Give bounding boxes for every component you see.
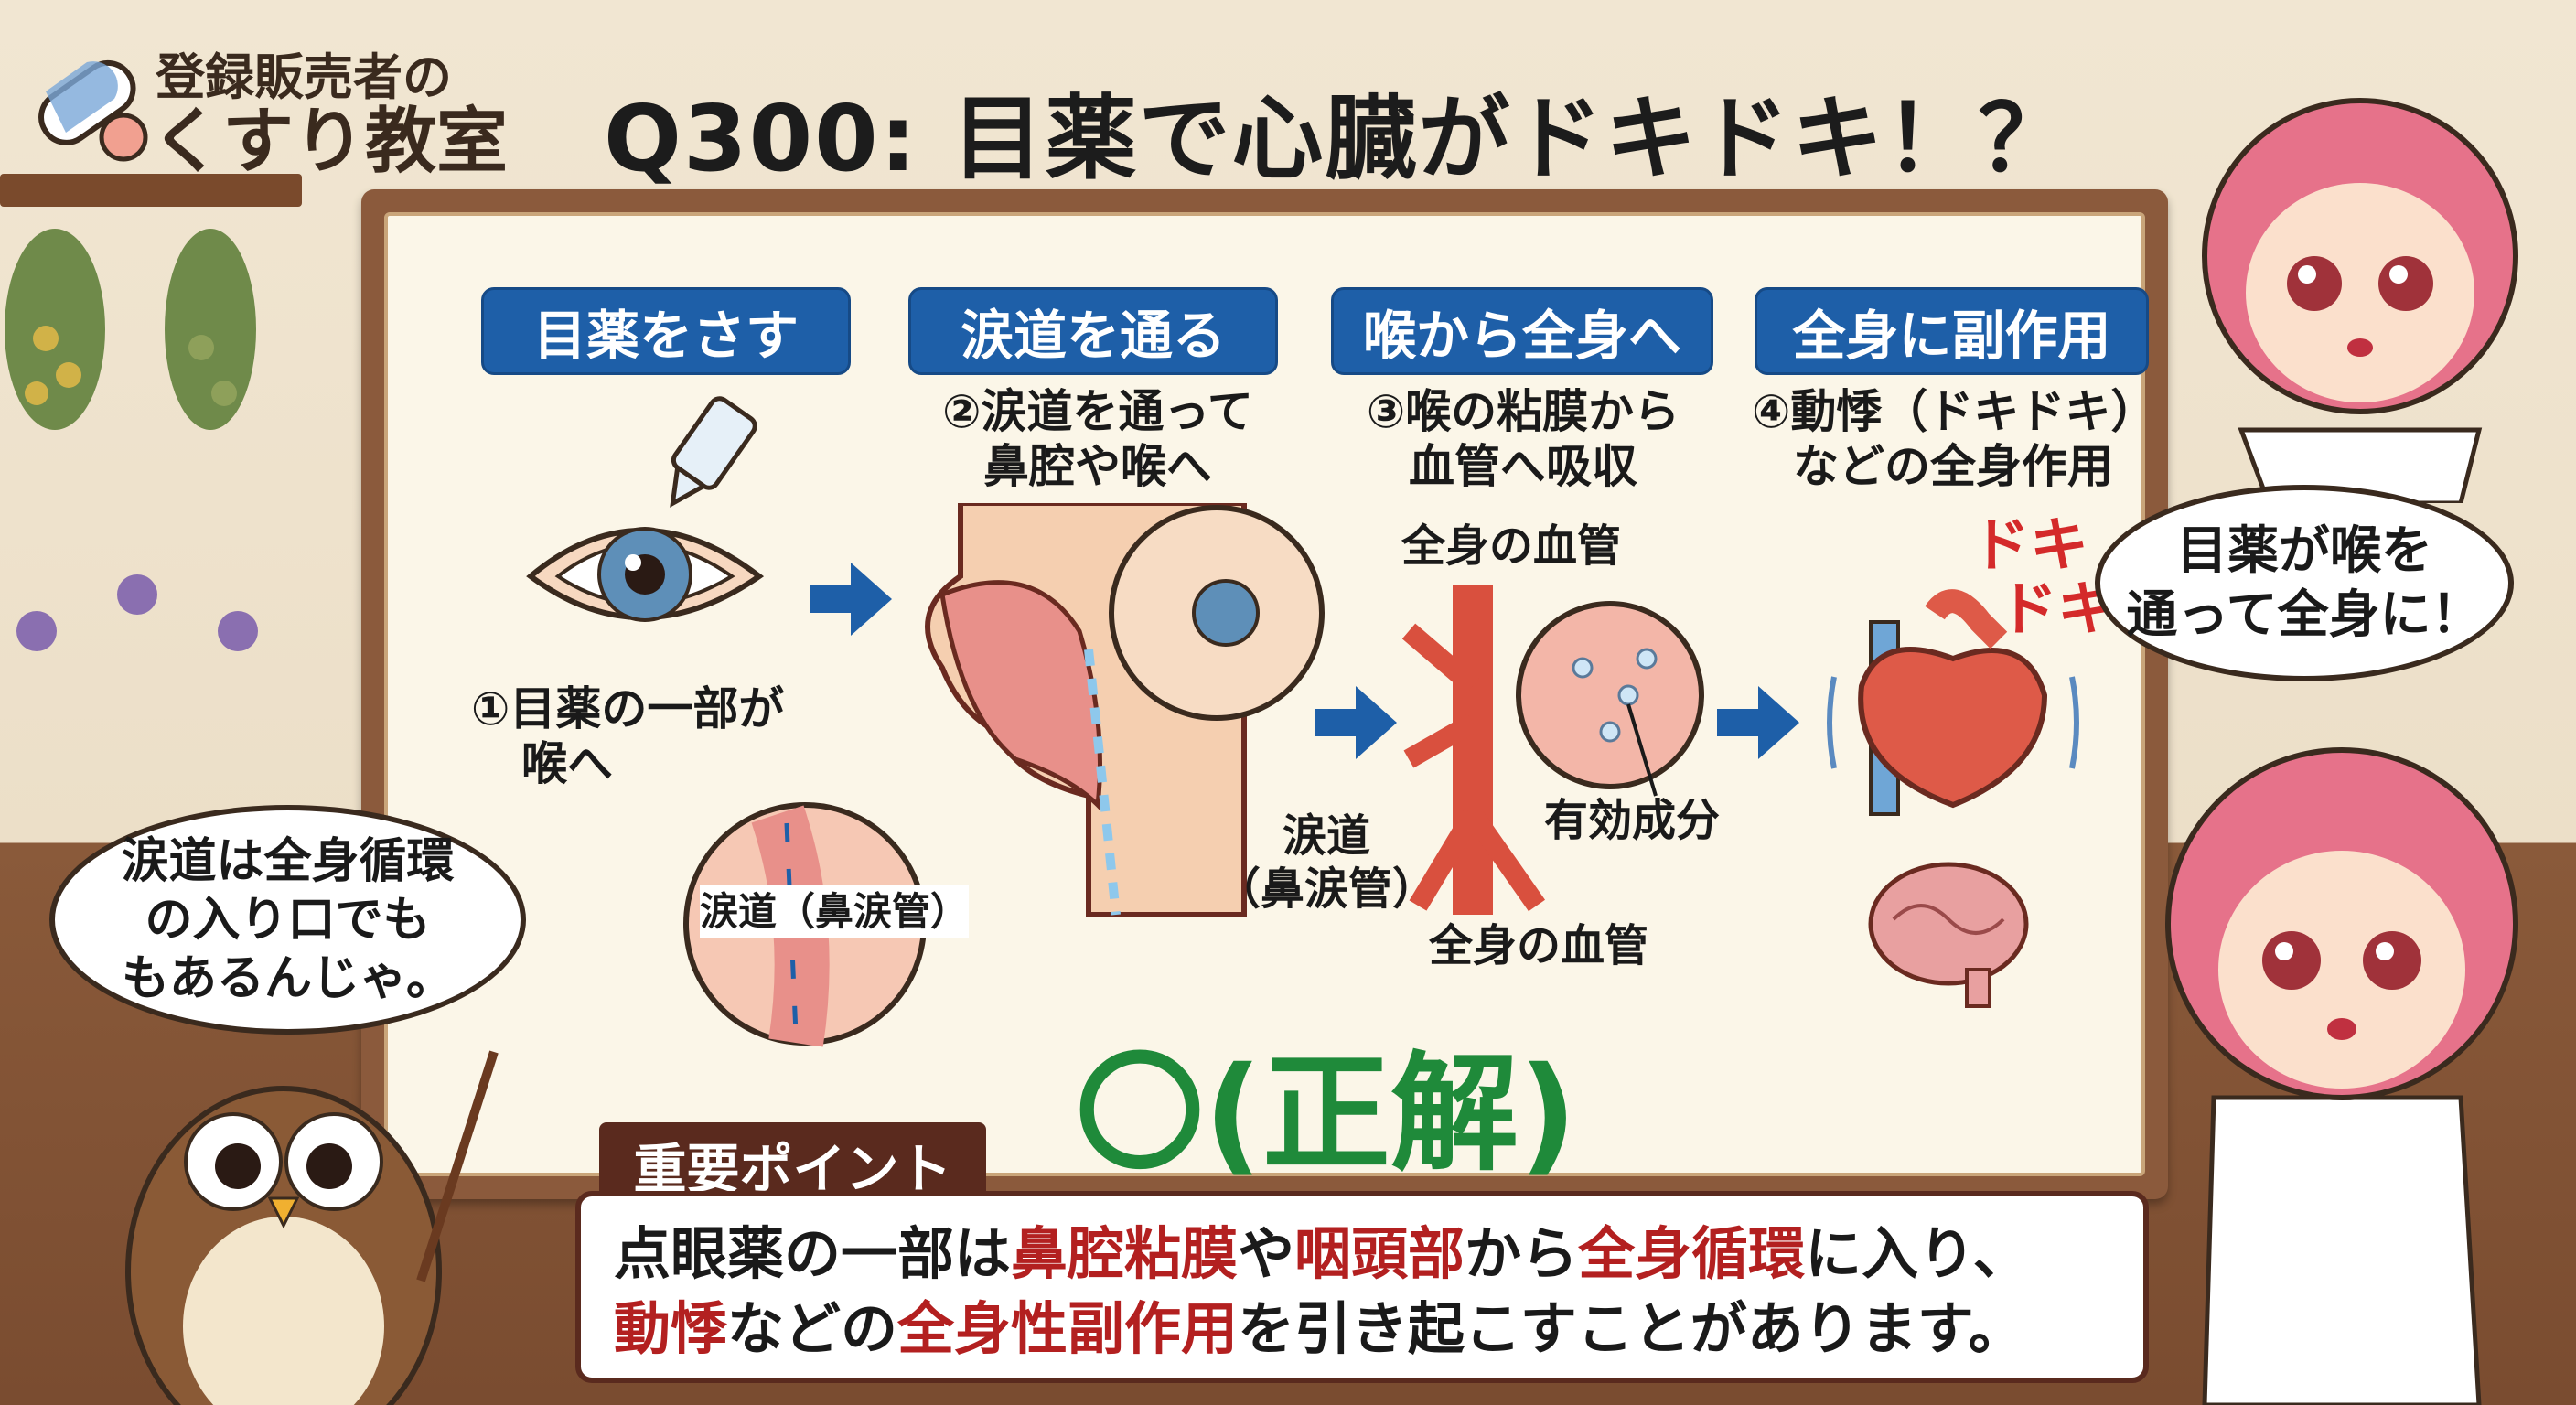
highlighted-term: 鼻腔粘膜 (1011, 1220, 1239, 1287)
highlighted-term: 咽頭部 (1294, 1220, 1465, 1287)
doki-sound-1: ドキ (1971, 512, 2088, 580)
page-title: Q300: 目薬で心臓がドキドキ！？ (604, 85, 2072, 192)
step-1-description: ①目薬の一部が喉へ (471, 681, 784, 791)
logo-subtitle: 登録販売者の (156, 48, 452, 106)
bubble-line: 通って全身に！ (2126, 585, 2483, 645)
bubble-line: もあるんじゃ。 (122, 950, 454, 1006)
step-2-header: 涙道を通る (908, 287, 1278, 375)
step-1-header: 目薬をさす (481, 287, 851, 375)
highlighted-term: 全身循環 (1578, 1220, 1806, 1287)
key-point-line-2: 動悸などの全身性副作用を引き起こすことがあります。 (614, 1292, 2110, 1367)
bubble-line: 目薬が喉を (2175, 520, 2432, 581)
step-4-header: 全身に副作用 (1755, 287, 2149, 375)
girl-speech-bubble: 目薬が喉を通って全身に！ (2095, 485, 2514, 681)
arrow-right-icon (1315, 686, 1397, 759)
desc-line: ④動悸（ドキドキ） (1752, 385, 2157, 438)
hanging-herbs-icon (5, 229, 258, 651)
key-point-text: に入り、 (1805, 1220, 2030, 1287)
key-point-text: を引き起こすことがあります。 (1238, 1295, 2025, 1362)
label-line: 涙道 (1283, 810, 1371, 862)
logo-title: くすり教室 (151, 101, 509, 183)
owl-speech-bubble: 涙道は全身循環の入り口でももあるんじゃ。 (49, 805, 526, 1035)
wooden-shelf (0, 174, 302, 207)
desc-line: 鼻腔や喉へ (983, 440, 1212, 493)
desc-line: ②涙道を通って (942, 385, 1253, 438)
key-point-text: 点眼薬の一部は (614, 1220, 1012, 1287)
step-3-header: 喉から全身へ (1331, 287, 1713, 375)
step-3-description: ③喉の粘膜から血管へ吸収 (1336, 384, 1711, 494)
nasolacrimal-duct-label: 涙道（鼻涙管） (1217, 810, 1436, 916)
key-point-line-1: 点眼薬の一部は鼻腔粘膜や咽頭部から全身循環に入り、 (614, 1217, 2110, 1292)
systemic-vessels-top-label: 全身の血管 (1401, 520, 1622, 572)
pharmacist-girl-bottom-icon (2165, 747, 2518, 1405)
key-point-text: などの (727, 1295, 898, 1362)
arrow-right-icon (810, 563, 892, 636)
systemic-vessels-bottom-label: 全身の血管 (1429, 920, 1649, 971)
pill-capsule-icon (38, 59, 148, 162)
step-4-description: ④動悸（ドキドキ）などの全身作用 (1752, 384, 2157, 494)
owl-teacher-icon (125, 1050, 499, 1405)
desc-line: などの全身作用 (1793, 440, 2113, 493)
key-point-text: から (1465, 1220, 1579, 1287)
highlighted-term: 動悸 (614, 1295, 728, 1362)
desc-line: 血管へ吸収 (1409, 440, 1637, 493)
heart-illustration-icon (1827, 589, 2079, 816)
eyedropper-icon (670, 396, 757, 508)
label-line: （鼻涙管） (1217, 863, 1437, 915)
nasal-cavity-illustration-icon (925, 503, 1325, 917)
nasolacrimal-duct-circle-label: 涙道（鼻涙管） (700, 885, 970, 938)
highlighted-term: 全身性副作用 (897, 1295, 1239, 1362)
arrow-right-icon (1717, 686, 1799, 759)
bubble-line: 涙道は全身循環 (121, 833, 455, 889)
pharmacist-girl-top-icon (2202, 98, 2518, 503)
key-point-text: や (1238, 1220, 1295, 1287)
blood-vessel-illustration-icon (1401, 585, 1704, 915)
active-ingredient-label: 有効成分 (1544, 795, 1721, 846)
bubble-line: の入り口でも (145, 892, 431, 948)
desc-line: ③喉の粘膜から (1366, 385, 1680, 438)
answer-correct: 〇(正解) (1076, 1040, 1577, 1189)
step-2-description: ②涙道を通って鼻腔や喉へ (906, 384, 1290, 494)
desc-line: ①目薬の一部が (471, 682, 785, 735)
key-point-box: 点眼薬の一部は鼻腔粘膜や咽頭部から全身循環に入り、 動悸などの全身性副作用を引き… (575, 1191, 2149, 1383)
eye-illustration-icon (526, 396, 765, 622)
brain-illustration-icon (1868, 862, 2029, 1008)
vessel-closeup-circle (1516, 601, 1704, 789)
desc-line: 喉へ (521, 737, 613, 790)
